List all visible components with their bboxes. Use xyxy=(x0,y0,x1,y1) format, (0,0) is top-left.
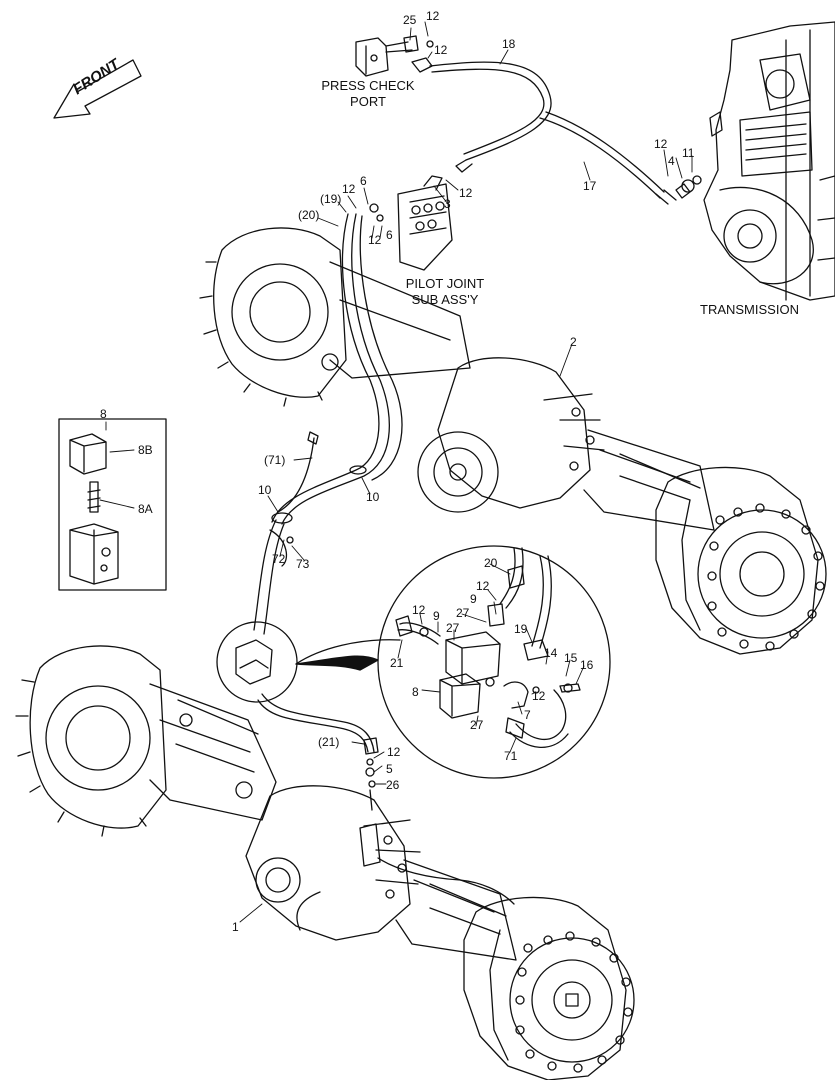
callout-8: 8 xyxy=(100,407,107,421)
hose-18-17 xyxy=(429,61,677,205)
detail-callout-12-c: 12 xyxy=(532,689,546,703)
leader-lines xyxy=(99,21,693,923)
callout-21-ref: (21) xyxy=(318,735,340,749)
transmission-caption: TRANSMISSION xyxy=(700,302,799,317)
front-axle xyxy=(15,645,635,1080)
detail-callout-27-b: 27 xyxy=(446,621,460,635)
detail-circle-small xyxy=(216,621,401,703)
callout-3: 3 xyxy=(444,197,451,211)
callout-8B: 8B xyxy=(138,443,153,457)
callout-71-ref: (71) xyxy=(264,453,286,467)
callout-17: 17 xyxy=(583,179,597,193)
detail-callout-14: 14 xyxy=(544,646,558,660)
press-check-port-block xyxy=(355,35,434,77)
callout-12-press: 12 xyxy=(434,43,448,57)
detail-callout-27-c: 27 xyxy=(470,718,484,732)
detail-callout-15: 15 xyxy=(564,651,578,665)
callout-12-pilot-c: 12 xyxy=(459,186,473,200)
callout-1: 1 xyxy=(232,920,239,934)
press-check-line-1: PRESS CHECK xyxy=(321,78,415,93)
callout-12-front: 12 xyxy=(387,745,401,759)
detail-callout-19: 19 xyxy=(514,622,528,636)
detail-callout-9-b: 9 xyxy=(433,609,440,623)
rear-axle xyxy=(199,227,827,655)
callout-5: 5 xyxy=(386,762,393,776)
pilot-joint-block xyxy=(369,175,453,271)
callout-12-trans: 12 xyxy=(654,137,668,151)
pilot-joint-line-1: PILOT JOINT xyxy=(405,276,485,291)
press-check-line-2: PORT xyxy=(350,94,386,109)
callout-10-a: 10 xyxy=(258,483,272,497)
detail-callout-20: 20 xyxy=(484,556,498,570)
callout-25: 25 xyxy=(403,13,417,27)
callout-6-a: 6 xyxy=(360,174,367,188)
callout-12-pilot-b: 12 xyxy=(368,233,382,247)
callout-19-ref: (19) xyxy=(320,192,342,206)
callout-12-pilot-a: 12 xyxy=(342,182,356,196)
callout-20-ref: (20) xyxy=(298,208,320,222)
detail-callout-12-a: 12 xyxy=(476,579,490,593)
solenoid-assembly-box xyxy=(58,418,167,591)
callout-8A: 8A xyxy=(138,502,153,516)
callout-12-top: 12 xyxy=(426,9,440,23)
callout-26: 26 xyxy=(386,778,400,792)
pilot-joint-line-2: SUB ASS'Y xyxy=(411,292,479,307)
front-arrow xyxy=(53,59,142,119)
detail-callout-9-a: 9 xyxy=(470,592,477,606)
callout-4: 4 xyxy=(668,154,675,168)
brake-hoses-upper xyxy=(253,213,403,635)
detail-callout-16: 16 xyxy=(580,658,594,672)
callout-18: 18 xyxy=(502,37,516,51)
callout-2: 2 xyxy=(570,335,577,349)
detail-circle-large xyxy=(295,545,611,779)
callout-11: 11 xyxy=(682,146,695,160)
press-check-port-caption: PRESS CHECK PORT xyxy=(316,78,420,110)
callout-73: 73 xyxy=(296,557,310,571)
hose-21 xyxy=(257,693,379,811)
callout-72: 72 xyxy=(272,552,286,566)
callout-6-b: 6 xyxy=(386,228,393,242)
detail-callout-27-a: 27 xyxy=(456,606,470,620)
detail-callout-71: 71 xyxy=(504,749,518,763)
callout-10-b: 10 xyxy=(366,490,380,504)
detail-callout-21: 21 xyxy=(390,656,404,670)
detail-callout-8: 8 xyxy=(412,685,419,699)
transmission-housing xyxy=(675,21,835,301)
detail-callout-12-b: 12 xyxy=(412,603,426,617)
detail-callout-7: 7 xyxy=(524,708,531,722)
pilot-joint-caption: PILOT JOINT SUB ASS'Y xyxy=(398,276,492,308)
